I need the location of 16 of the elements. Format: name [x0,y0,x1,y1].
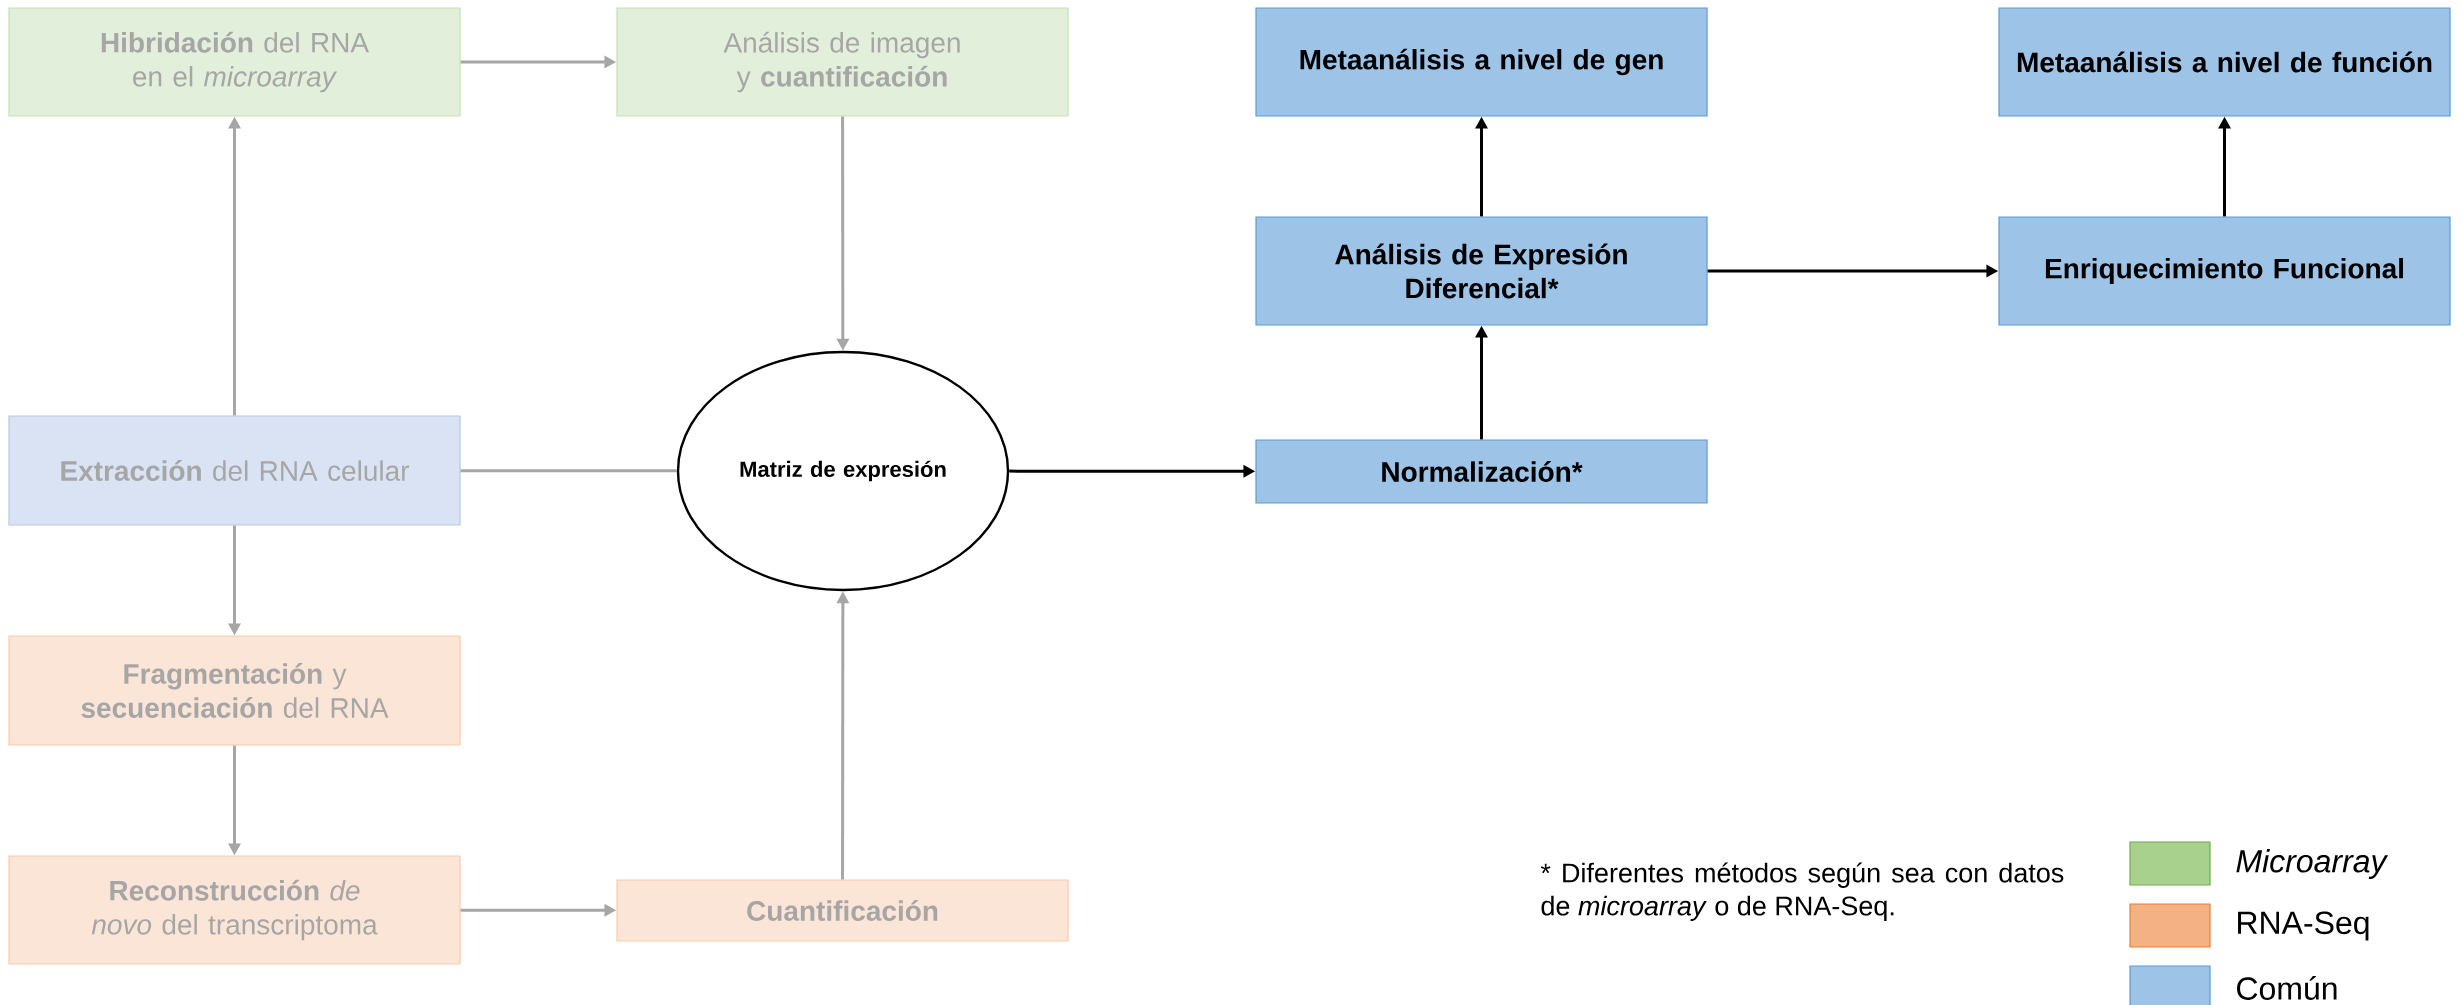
process-box: Metaanálisis a nivel de gen [1255,7,1708,117]
process-box: Enriquecimiento Funcional [1998,216,2451,326]
process-box: Reconstrucción de novo del transcriptoma [8,855,461,965]
legend-label: Microarray [2236,849,2389,879]
legend-label: RNA-Seq [2238,911,2369,941]
process-box: Fragmentación y secuenciación del RNA [8,635,461,746]
process-box: Análisis de Expresión Diferencial* [1255,216,1708,326]
process-box: Metaanálisis a nivel de función [1998,7,2451,117]
process-box: Cuantificación [616,879,1069,942]
footnote-text: * Diferentes métodos según sea con datos de microarray o de RNA-Seq. [1540,862,2064,921]
ellipse-node: Matriz de expresión [676,350,1010,592]
process-box: Normalización* [1255,439,1708,504]
legend-label: Común [2237,976,2337,1000]
process-box: Extracción del RNA celular [8,415,461,526]
process-box: Hibridación del RNA en el microarray [8,7,461,117]
process-box: Análisis de imagen y cuantificación [616,7,1069,117]
